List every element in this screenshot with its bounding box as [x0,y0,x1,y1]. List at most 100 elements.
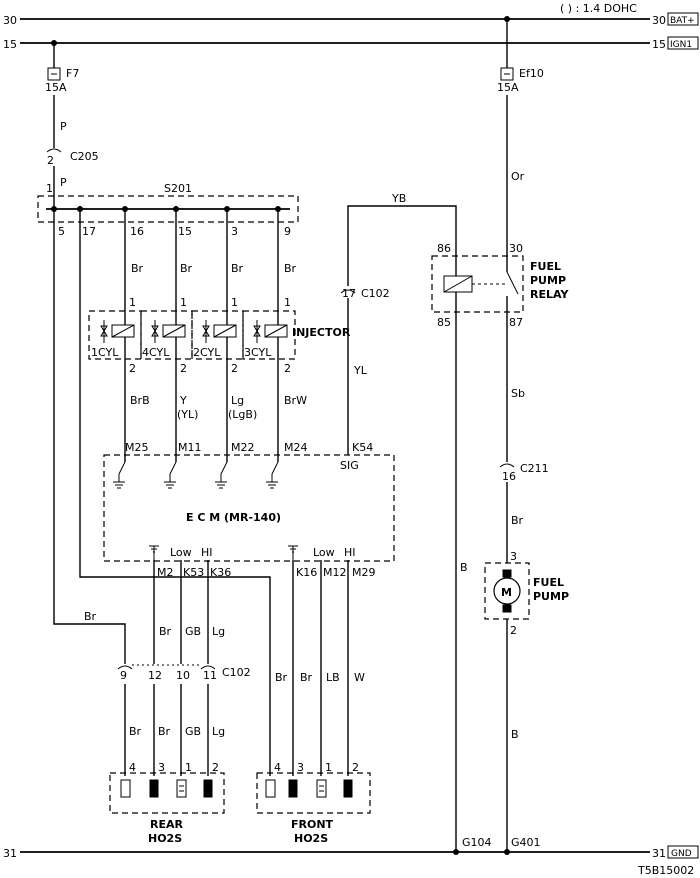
ground-g104: G104 [462,836,492,849]
relay-signal-wire: 17 C102 YB YL [340,192,457,455]
wire-yl: YL [353,364,368,377]
inj3-pin-top: 1 [284,296,291,309]
injector-3cyl-icon [253,316,288,364]
ground-points: G104 G401 [453,836,541,855]
ecm-pin-m12: M12 [323,566,347,579]
inj4-pin-bottom: 2 [180,362,187,375]
injector-4cyl-icon [151,316,186,364]
c211-connector-icon [499,463,515,468]
relay-title-2: PUMP [530,274,566,287]
relay-title-3: RELAY [530,288,569,301]
c205-name: C205 [70,150,99,163]
inj1-pin-top: 1 [129,296,136,309]
ecm-pin-k54: K54 [352,441,373,454]
ecm-pin-m24: M24 [284,441,308,454]
ecm-pin-m22: M22 [231,441,255,454]
inj2-label: 2CYL [193,346,221,359]
rail-15-right: 15 [652,38,666,51]
battery-rail: 30 30 BAT+ ( ) : 1.4 DOHC [3,2,699,27]
inj1-pin-bottom: 2 [129,362,136,375]
rear-pin-4: 4 [129,761,136,774]
relay-switch-icon [506,262,519,312]
ecm-pin-k53: K53 [183,566,204,579]
fuse-f7-name: F7 [66,67,79,80]
inj4-wire-bottom-alt: (YL) [177,408,198,421]
c205-pin: 2 [47,154,54,167]
c205-pin-below: 1 [46,182,53,195]
s201-pin-9: 9 [284,225,291,238]
ef10-feed: Ef10 15A Or Sb 16 C211 Br [497,16,549,563]
rail-31-left: 31 [3,847,17,860]
wire-b-relay: B [460,561,468,574]
inj3-wire-top: Br [284,262,297,275]
inj1-wire-top: Br [131,262,144,275]
rail-15-left: 15 [3,38,17,51]
relay-pin-87: 87 [509,316,523,329]
c102-lower-pin-10: 10 [176,669,190,682]
rear-ho2s-title-2: HO2S [148,832,182,845]
wire-b-pump: B [511,728,519,741]
s201-splice: S201 5 17 16 15 3 9 [37,182,299,238]
inj1-wire-bottom: BrB [130,394,150,407]
ho2s-wiring: Br Br GB Lg 9 12 10 11 C102 Br Br GB Lg … [53,209,365,776]
pump-pin-2: 2 [510,624,517,637]
fuse-f7-amp: 15A [45,81,67,94]
ecm-rear-hi: HI [201,546,213,559]
ecm-title: E C M (MR-140) [186,511,281,524]
inj4-wire-top: Br [180,262,193,275]
rear-upper-wire-1: Br [159,625,172,638]
rear-pin-3: 3 [158,761,165,774]
wire-yb: YB [391,192,406,205]
front-pin-3: 3 [297,761,304,774]
relay-pin-30: 30 [509,242,523,255]
c102-lower-pin-11: 11 [203,669,217,682]
c102-lower-pin-9: 9 [120,669,127,682]
wire-br-pump: Br [511,514,524,527]
front-pin-2: 2 [352,761,359,774]
ground-rail: 31 31 GND T5B15002 [3,845,699,877]
s201-pin-3: 3 [231,225,238,238]
ecm-pin-m2: M2 [157,566,174,579]
front-ho2s-title-2: HO2S [294,832,328,845]
injector-title: INJECTOR [292,326,351,339]
inj4-wire-bottom: Y [179,394,187,407]
inj1-label: 1CYL [91,346,119,359]
ground-g401: G401 [511,836,541,849]
rear-upper-wire-2: GB [185,625,201,638]
wire-br-s201: Br [84,610,97,623]
rear-lower-wire-4: Lg [212,725,225,738]
fuse-ef10-name: Ef10 [519,67,544,80]
pump-title-1: FUEL [533,576,564,589]
rail-30-right: 30 [652,14,666,27]
bat-tag: BAT+ [670,16,695,26]
rear-lower-wire-3: GB [185,725,201,738]
ecm-pin-k36: K36 [210,566,231,579]
c102-upper-pin: 17 [342,287,356,300]
fuel-pump: 3 M FUEL PUMP 2 B [484,550,569,852]
ecm-rear-low: Low [170,546,192,559]
ecm-pin-m29: M29 [352,566,376,579]
rail-30-left: 30 [3,14,17,27]
c102-upper-name: C102 [361,287,390,300]
relay-title-1: FUEL [530,260,561,273]
inj3-wire-bottom: BrW [284,394,307,407]
relay-pin-86: 86 [437,242,451,255]
c102-lower-connector-icon [117,665,133,670]
s201-pin-16: 16 [130,225,144,238]
f7-feed: F7 15A P 2 C205 1 P [45,40,99,208]
rear-ho2s-title-1: REAR [150,818,183,831]
inj4-pin-top: 1 [180,296,187,309]
fuse-ef10-amp: 15A [497,81,519,94]
ecm-pin-k16: K16 [296,566,317,579]
ecm-sig-label: SIG [340,459,359,472]
ecm-pin-m11: M11 [178,441,202,454]
rail-31-right: 31 [652,847,666,860]
ecm-sensor-ground-icons [149,545,298,560]
relay-coil-icon [443,262,507,852]
diagram-code: T5B15002 [637,864,694,877]
injector-2cyl-icon [202,316,237,364]
pump-motor-icon [493,569,521,613]
s201-pin-15: 15 [178,225,192,238]
fuel-pump-relay: 86 30 85 87 FUEL PUMP RELAY [431,242,569,852]
